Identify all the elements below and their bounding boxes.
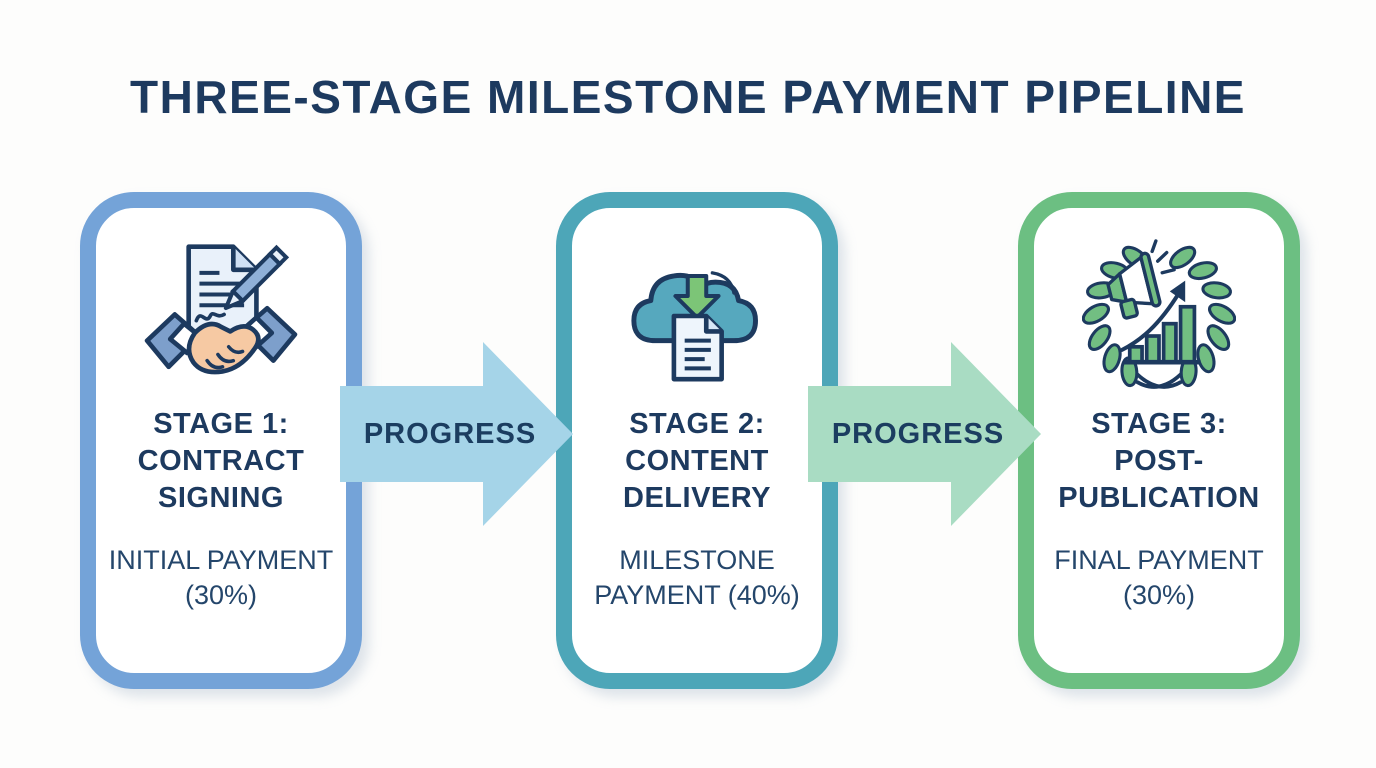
stage-heading-line: POST- (1114, 445, 1204, 478)
stage-heading-line: SIGNING (158, 482, 284, 515)
cloud-download-icon (612, 232, 782, 400)
progress-label: PROGRESS (831, 417, 1005, 450)
stage-payment-line: PAYMENT (40%) (594, 579, 800, 610)
progress-arrow-2: PROGRESS (808, 342, 1042, 526)
stage-payment-line: (30%) (1122, 579, 1196, 610)
stage-heading-line: PUBLICATION (1058, 482, 1260, 515)
stage-payment-line: INITIAL PAYMENT (108, 545, 334, 576)
stage-heading-line: STAGE 2: (629, 408, 765, 440)
stage-heading-line: DELIVERY (623, 482, 771, 515)
stage-payment-line: FINAL PAYMENT (1054, 545, 1264, 576)
stage-payment-line: (30%) (184, 579, 258, 610)
contract-signing-icon (136, 232, 306, 400)
stage-heading-line: STAGE 3: (1091, 408, 1227, 440)
arrow-shape (340, 342, 573, 526)
stage-heading: STAGE 2: CONTENT DELIVERY (623, 406, 771, 517)
stage-heading-line: STAGE 1: (153, 408, 289, 440)
stage-heading: STAGE 3: POST- PUBLICATION (1058, 406, 1260, 517)
progress-label: PROGRESS (363, 417, 537, 450)
stage-heading: STAGE 1: CONTRACT SIGNING (138, 406, 305, 517)
stage-payment: INITIAL PAYMENT (30%) (109, 543, 334, 612)
stage-payment-line: MILESTONE (619, 545, 775, 576)
progress-arrow-1: PROGRESS (340, 342, 574, 526)
stage-heading-line: CONTRACT (137, 445, 305, 478)
stage-heading-line: CONTENT (625, 445, 769, 478)
stage-payment: FINAL PAYMENT (30%) (1054, 543, 1264, 612)
stage-payment: MILESTONE PAYMENT (40%) (594, 543, 800, 612)
laurel-growth-icon (1074, 232, 1244, 400)
page-title: THREE-STAGE MILESTONE PAYMENT PIPELINE (130, 71, 1246, 123)
stage-card-post-publication: STAGE 3: POST- PUBLICATION FINAL PAYMENT… (1018, 192, 1300, 689)
arrow-shape (808, 342, 1041, 526)
stage-card-contract-signing: STAGE 1: CONTRACT SIGNING INITIAL PAYMEN… (80, 192, 362, 689)
stage-card-content-delivery: STAGE 2: CONTENT DELIVERY MILESTONE PAYM… (556, 192, 838, 689)
